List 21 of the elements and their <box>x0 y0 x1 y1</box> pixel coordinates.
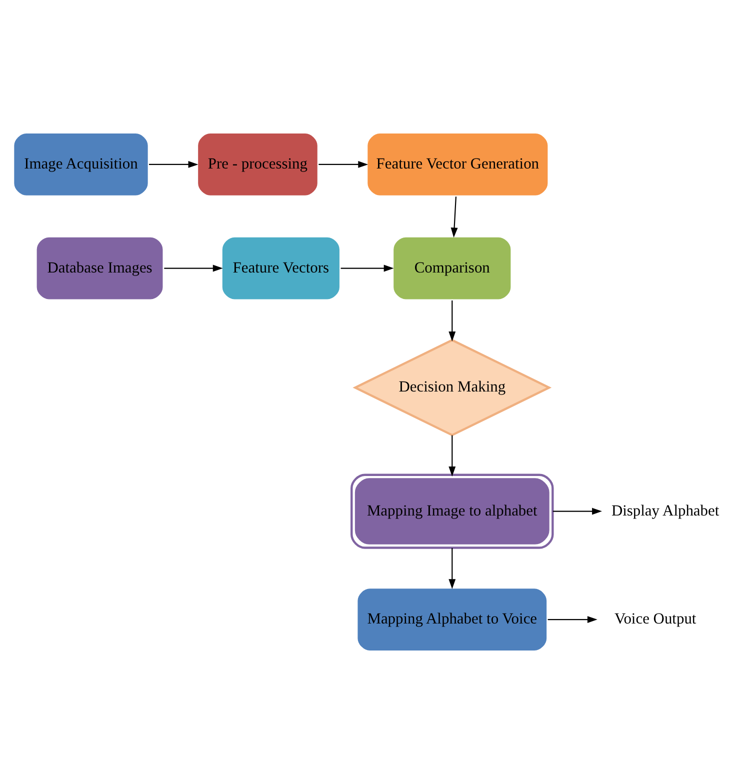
arrow <box>448 548 456 589</box>
arrow <box>450 196 458 238</box>
node-text: Display Alphabet <box>611 502 720 519</box>
node-box: Comparison <box>391 234 513 301</box>
node-box: Database Images <box>34 234 165 301</box>
node-box: Feature Vectors <box>220 234 342 301</box>
node-box: Image Acquisition <box>12 130 150 198</box>
node-box: Mapping Image to alphabet <box>350 473 554 548</box>
node-box: Mapping Alphabet to Voice <box>355 586 549 652</box>
arrow <box>448 300 456 341</box>
arrow <box>318 160 368 168</box>
node-box: Pre - processing <box>196 130 320 198</box>
arrow <box>548 616 598 623</box>
arrow <box>340 264 394 272</box>
arrow <box>448 434 456 476</box>
arrow <box>552 507 602 514</box>
arrow <box>164 264 223 272</box>
node-box: Feature Vector Generation <box>365 130 550 198</box>
arrow <box>149 160 198 168</box>
node-diamond: Decision Making <box>352 338 552 436</box>
node-text: Voice Output <box>614 610 696 628</box>
